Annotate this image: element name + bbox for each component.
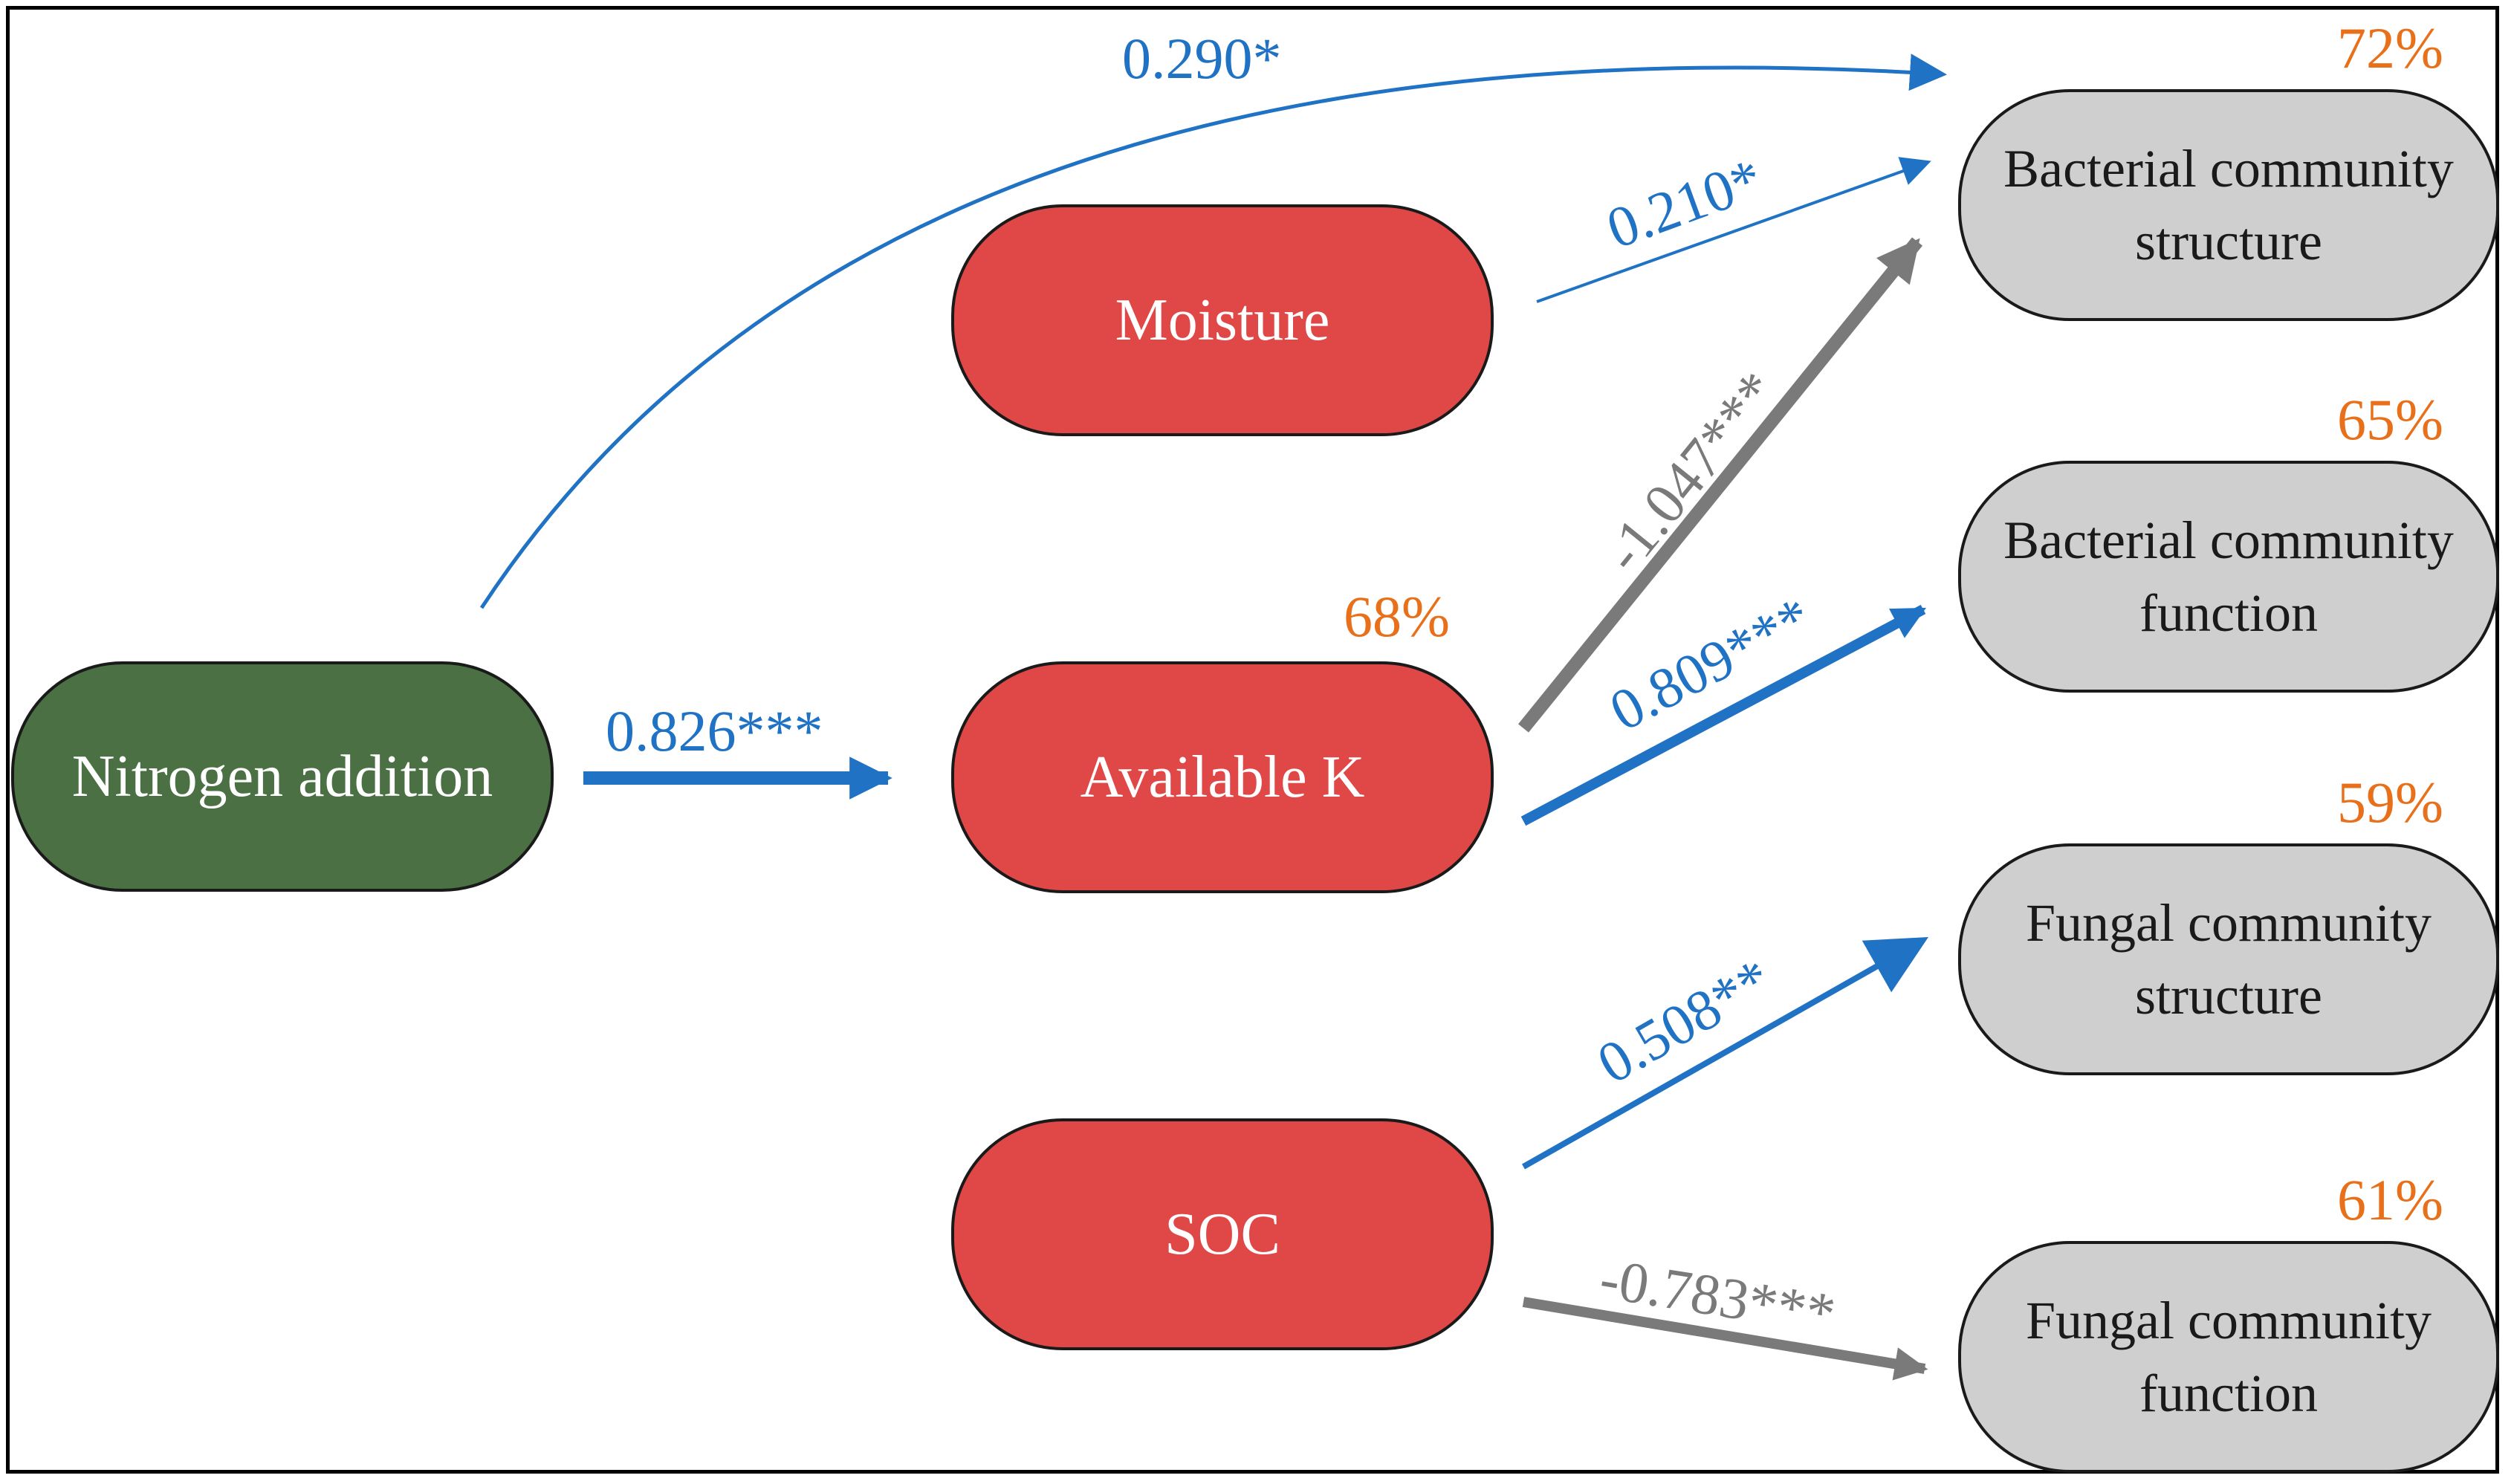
node-available-k-label: Available K [1080,745,1365,810]
node-moisture: Moisture [951,204,1494,436]
r2-bacterial-structure: 72% [2337,16,2443,80]
node-bacterial-function-line1: Bacterial community [2003,511,2454,570]
node-fungal-community-structure: Fungal community structure [1958,843,2499,1075]
node-nitrogen-addition-label: Nitrogen addition [71,744,493,809]
edge-label-available-k-bacterial-structure: -1.047*** [1591,359,1790,583]
r2-fungal-structure: 59% [2337,770,2443,835]
edge-available-k-to-bacterial-structure [1518,237,1922,733]
node-bacterial-structure-line1: Bacterial community [2003,139,2454,198]
node-available-k: Available K [951,661,1494,893]
edge-available-k-to-bacterial-function [1520,604,1926,826]
node-nitrogen-addition: Nitrogen addition [11,661,554,892]
r2-bacterial-function: 65% [2337,387,2443,452]
node-fungal-structure-line2: structure [2135,966,2322,1025]
node-moisture-label: Moisture [1115,288,1330,353]
edge-label-moisture-bacterial-structure: 0.210* [1598,146,1770,261]
node-soc-label: SOC [1164,1202,1280,1267]
node-bacterial-structure-line2: structure [2135,212,2322,271]
edge-moisture-to-bacterial-structure [1536,157,1931,303]
edge-label-nitrogen-available-k: 0.826*** [606,699,823,763]
edge-label-nitrogen-bacterial-structure: 0.290* [1122,26,1282,91]
edge-soc-to-fungal-structure [1522,937,1928,1170]
node-fungal-community-function: Fungal community function [1958,1241,2499,1473]
node-fungal-structure-line1: Fungal community [2026,893,2432,953]
node-fungal-function-line1: Fungal community [2026,1291,2432,1350]
node-fungal-function-line2: function [2139,1364,2318,1423]
diagram-frame [6,6,2499,1474]
r2-available-k: 68% [1344,584,1450,649]
node-bacterial-community-function: Bacterial community function [1958,461,2499,693]
edge-nitrogen-to-bacterial-structure [479,54,1947,609]
node-bacterial-function-line2: function [2139,583,2318,643]
node-soc: SOC [951,1118,1494,1350]
node-bacterial-community-structure: Bacterial community structure [1958,89,2499,321]
r2-fungal-function: 61% [2337,1167,2443,1232]
edge-soc-to-fungal-function [1522,1297,1928,1381]
